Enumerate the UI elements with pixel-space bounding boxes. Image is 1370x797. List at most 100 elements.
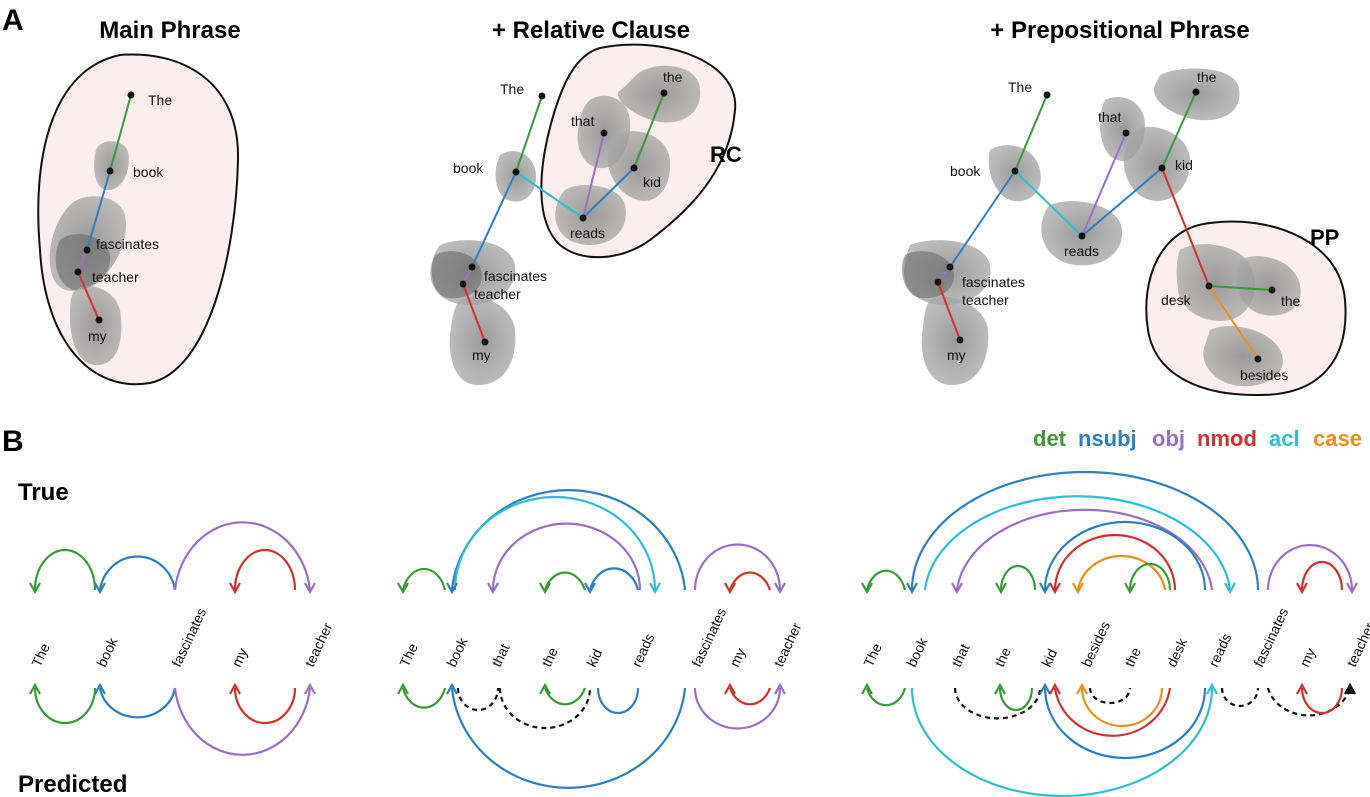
arrowhead [951, 582, 963, 595]
arrowhead [539, 582, 551, 595]
embedding-cloud [921, 296, 989, 385]
dep-word: that [948, 641, 972, 669]
word-node [579, 214, 587, 222]
embedding-cloud [1123, 126, 1190, 201]
dep-word: that [488, 641, 512, 669]
embedding-cloud [70, 286, 122, 366]
word-node [127, 91, 135, 99]
arc-nsubj [98, 687, 177, 719]
dep-word: my [726, 646, 748, 670]
edge-det [633, 92, 665, 169]
panel-a-relative-clause: RC The that the book kid reads fascinate… [430, 43, 742, 385]
arrowhead [1206, 682, 1218, 695]
word-label: my [472, 347, 491, 363]
word-label: that [571, 113, 594, 129]
arrowhead [1296, 582, 1308, 595]
embedding-cloud [431, 251, 482, 299]
arc-det [401, 567, 447, 591]
arrowhead [1039, 582, 1051, 595]
arrowhead [94, 582, 106, 595]
word-node [481, 338, 489, 346]
word-node [1205, 282, 1213, 290]
arc-det [33, 548, 97, 591]
word-label: that [1098, 109, 1121, 125]
embedding-cloud [607, 131, 671, 201]
legend-nsubj: nsubj [1078, 426, 1137, 451]
embedding-cloud [902, 251, 954, 299]
title-prepositional-phrase: + Prepositional Phrase [990, 17, 1249, 44]
arc-case [1076, 554, 1167, 591]
pp-label: PP [1310, 225, 1339, 250]
word-label: my [947, 347, 966, 363]
word-label: The [148, 92, 172, 108]
dep-word: the [991, 645, 1014, 670]
edge-nsubj [86, 170, 111, 251]
legend-case: case [1313, 426, 1362, 451]
dep-word: book [443, 634, 471, 669]
dep-word: reads [628, 631, 657, 670]
arc-case [1080, 687, 1164, 728]
arc-nmod [728, 571, 772, 591]
edge-nsubj [582, 167, 635, 219]
legend-det: det [1033, 426, 1067, 451]
word-node [1043, 91, 1051, 99]
row-label-true: True [18, 479, 69, 506]
edge-obj [77, 249, 88, 273]
arc-nmod [1053, 533, 1177, 591]
dep-word: my [228, 646, 250, 670]
arc-det [865, 569, 907, 591]
arc-det [543, 571, 587, 591]
edge-det [1161, 91, 1197, 169]
word-label: teacher [474, 286, 521, 302]
word-node [74, 268, 82, 276]
arrowhead [539, 682, 551, 695]
arrowhead [1346, 582, 1358, 595]
arrowhead [1344, 682, 1356, 695]
title-relative-clause: + Relative Clause [492, 17, 690, 44]
arc-dashed [498, 687, 592, 730]
arc-det [865, 687, 907, 707]
word-label: reads [1064, 243, 1099, 259]
embedding-cloud [1176, 244, 1255, 321]
dep-word: teacher [1343, 620, 1370, 669]
arc-det [1128, 562, 1172, 591]
word-node [934, 278, 942, 286]
arrowhead [397, 682, 409, 695]
arc-acl [453, 495, 657, 591]
arc-dashed [1220, 687, 1260, 708]
word-node [600, 129, 608, 137]
arrowhead [1224, 582, 1236, 595]
arrowhead [397, 582, 409, 595]
word-label: reads [570, 225, 605, 241]
arc-nsubj [450, 687, 687, 789]
arrowhead [994, 682, 1006, 695]
arc-det [401, 687, 447, 709]
dep-word: kid [583, 646, 605, 669]
word-label: book [453, 160, 484, 176]
dep-word: The [28, 640, 53, 669]
arc-det [33, 687, 97, 725]
edge-obj [1081, 132, 1127, 237]
edge-det [1208, 285, 1273, 291]
edge-nmod [462, 283, 486, 343]
edge-case [1208, 285, 1259, 360]
arc-det [998, 687, 1034, 712]
arrowhead [906, 582, 918, 595]
word-node [468, 263, 476, 271]
arc-obj [693, 687, 782, 730]
dependency-sentence-2 [397, 489, 786, 789]
arrowhead [1076, 682, 1088, 695]
word-label: The [1008, 79, 1032, 95]
arc-dashed [1088, 687, 1132, 705]
dependency-sentence-3 [861, 470, 1358, 797]
arrowhead [94, 682, 106, 695]
arrowhead [229, 582, 241, 595]
word-node [106, 167, 114, 175]
dep-word: besides [1078, 619, 1113, 670]
word-label: the [1197, 69, 1217, 85]
edge-det [1014, 94, 1048, 172]
arrowhead [29, 582, 41, 595]
dep-word: the [1121, 645, 1144, 670]
word-node [630, 164, 638, 172]
